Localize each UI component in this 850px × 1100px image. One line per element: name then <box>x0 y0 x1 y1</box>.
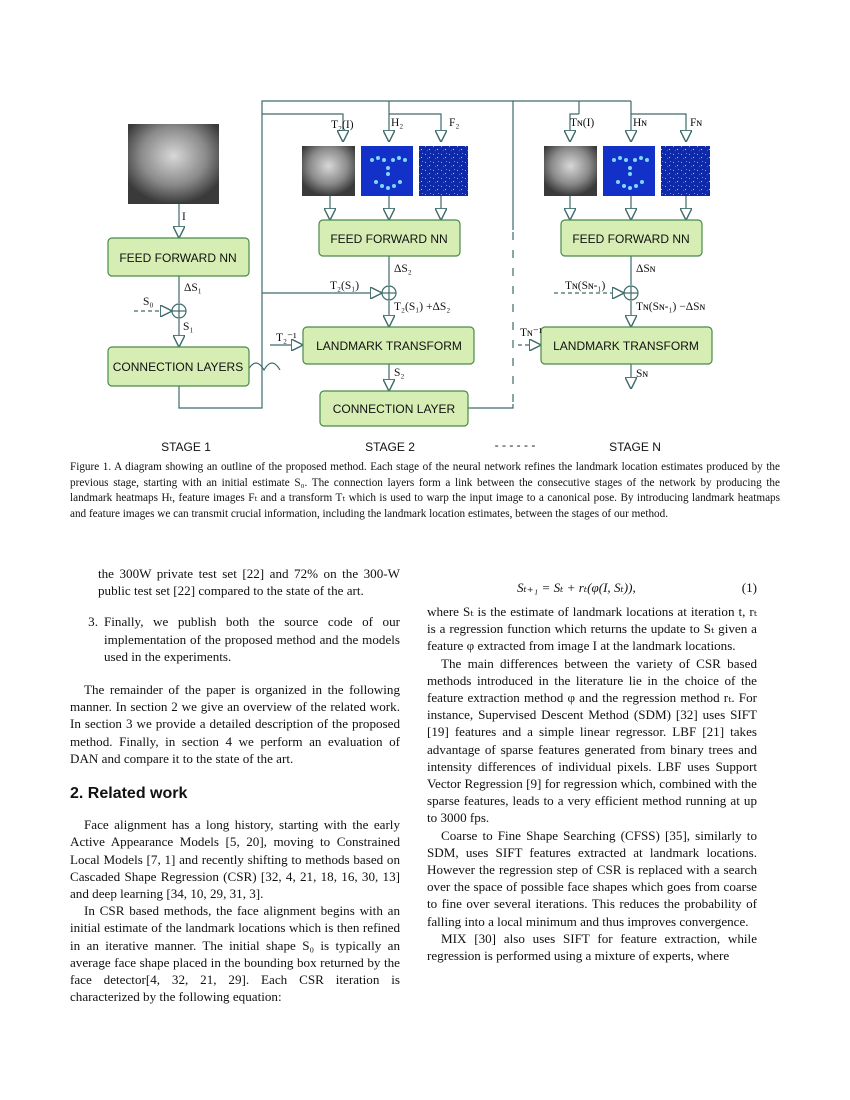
label-tnsn1: Tɴ(Sɴ-₁) <box>565 280 606 292</box>
stageN-face-image <box>544 146 597 196</box>
label-t2s1: T₂(S₁) <box>330 280 359 292</box>
label-ds1: ΔS₁ <box>184 282 202 294</box>
label-tninv: Tɴ⁻¹ <box>520 327 543 339</box>
ff2-label: FEED FORWARD NN <box>330 232 447 246</box>
connection-layer-box <box>319 390 469 427</box>
connection-layer-label: CONNECTION LAYER <box>333 402 456 416</box>
list-continuation: the 300W private test set [22] and 72% o… <box>98 566 400 599</box>
stage2-face-image <box>302 146 355 196</box>
mix-paragraph: MIX [30] also uses SIFT for feature extr… <box>427 930 757 964</box>
stage2-feature-image <box>419 146 468 196</box>
label-hn: Hɴ <box>633 117 647 129</box>
equation-number: (1) <box>741 580 757 595</box>
landmark-transform-box-2 <box>302 326 475 365</box>
lt2-label: LANDMARK TRANSFORM <box>316 339 462 353</box>
cfss-paragraph: Coarse to Fine Shape Searching (CFSS) [3… <box>427 827 757 929</box>
equation-1: Sₜ₊₁ = Sₜ + rₜ(φ(I, Sₜ)), (1) <box>427 565 757 603</box>
section-heading: 2. Related work <box>70 785 188 803</box>
figure-caption: Figure 1. A diagram showing an outline o… <box>70 461 780 520</box>
stage-dashes: - - - - - - <box>495 438 536 452</box>
label-t2i: T₂(I) <box>331 119 354 131</box>
label-f2: F₂ <box>449 117 459 129</box>
label-t2inv: T₂⁻¹ <box>276 332 297 344</box>
stageN-label: STAGE N <box>609 440 661 454</box>
stageN-heatmap-dots <box>612 156 649 190</box>
label-ds2: ΔS₂ <box>394 263 412 275</box>
paper-organization-paragraph: The remainder of the paper is organized … <box>70 682 400 766</box>
label-i: I <box>182 211 186 223</box>
list-item-3: 3. Finally, we publish both the source c… <box>70 613 400 665</box>
input-face-image <box>128 124 219 204</box>
ffn-label: FEED FORWARD NN <box>572 232 689 246</box>
equation-text: Sₜ₊₁ = Sₜ + rₜ(φ(I, Sₜ)), <box>517 580 636 595</box>
label-s1: S₁ <box>183 321 193 333</box>
related-work-paragraph-2: In CSR based methods, the face alignment… <box>70 903 400 1005</box>
label-tni: Tɴ(I) <box>570 117 594 129</box>
label-t2s1-plus: T₂(S₁) +ΔS₂ <box>394 301 450 313</box>
stage2-heatmap-dots <box>370 156 407 190</box>
label-h2: H₂ <box>391 117 403 129</box>
label-s2: S₂ <box>394 367 404 379</box>
label-s0: S₀ <box>143 296 153 308</box>
method-diagram: FEED FORWARD NN CONNECTION LAYERS FEED F… <box>107 100 713 454</box>
label-fn: Fɴ <box>690 117 702 129</box>
landmark-transform-box-n <box>540 326 713 365</box>
label-sn: Sɴ <box>636 368 648 380</box>
left-column: the 300W private test set [22] and 72% o… <box>70 565 400 1005</box>
ff1-label: FEED FORWARD NN <box>119 251 236 265</box>
feed-forward-box-2 <box>318 219 461 257</box>
right-column: Sₜ₊₁ = Sₜ + rₜ(φ(I, Sₜ)), (1) where Sₜ i… <box>427 565 757 964</box>
csr-methods-paragraph: The main differences between the variety… <box>427 655 757 826</box>
feed-forward-box-n <box>560 219 703 257</box>
label-tnsn1-minus: Tɴ(Sɴ-₁) −ΔSɴ <box>636 301 706 313</box>
stage2-label: STAGE 2 <box>365 440 415 454</box>
related-work-paragraph-1: Face alignment has a long history, start… <box>70 817 400 902</box>
connection-layers-label: CONNECTION LAYERS <box>113 360 243 374</box>
feed-forward-box-1 <box>107 237 250 277</box>
stage1-label: STAGE 1 <box>161 440 211 454</box>
connection-layers-box <box>107 346 250 387</box>
list-text: Finally, we publish both the source code… <box>104 614 400 664</box>
label-dsn: ΔSɴ <box>636 263 656 275</box>
stageN-feature-image <box>661 146 710 196</box>
list-number: 3. <box>88 614 98 630</box>
equation-explanation: where Sₜ is the estimate of landmark loc… <box>427 604 757 654</box>
ltn-label: LANDMARK TRANSFORM <box>553 339 699 353</box>
